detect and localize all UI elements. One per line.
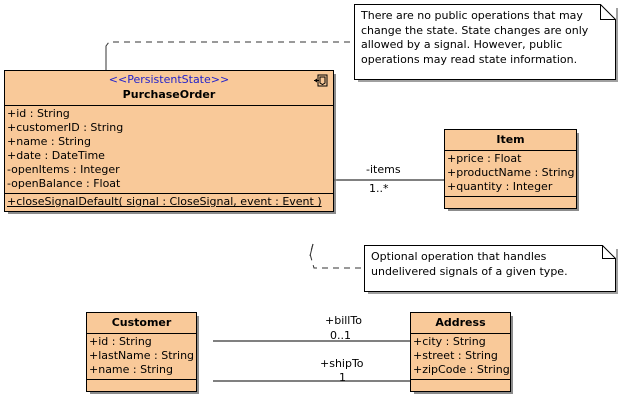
attribute-row: +zipCode : String <box>413 363 510 376</box>
attribute-row: +lastName : String <box>89 349 195 362</box>
class-customer-attributes: +id : String +lastName : String +name : … <box>87 334 196 380</box>
assoc-role-items: -items <box>366 163 401 176</box>
class-address-attributes: +city : String +street : String +zipCode… <box>411 334 510 380</box>
class-item-header: Item <box>445 130 576 151</box>
class-purchaseorder-stereotype: <<PersistentState>> <box>108 73 230 86</box>
attribute-row: -openItems : Integer <box>7 163 120 176</box>
note-anchor-operation-stub <box>309 243 314 257</box>
assoc-multiplicity-billto: 0..1 <box>330 329 351 342</box>
attribute-row: +city : String <box>413 335 486 348</box>
operation-row: +closeSignalDefault( signal : CloseSigna… <box>7 195 322 208</box>
assoc-multiplicity-shipto: 1 <box>339 371 346 384</box>
class-item-attributes: +price : Float +productName : String +qu… <box>445 151 576 197</box>
assoc-multiplicity-items: 1..* <box>369 182 389 195</box>
class-address-header: Address <box>411 313 510 334</box>
class-purchaseorder[interactable]: <<PersistentState>> PurchaseOrder +id : … <box>4 70 334 212</box>
attribute-row: +street : String <box>413 349 498 362</box>
note-state-constraint[interactable]: There are no public operations that may … <box>354 4 616 80</box>
class-address-name: Address <box>435 316 486 329</box>
assoc-role-shipto: +shipTo <box>320 357 364 370</box>
attribute-row: +quantity : Integer <box>447 180 553 193</box>
class-address[interactable]: Address +city : String +street : String … <box>410 312 511 392</box>
attribute-row: +name : String <box>89 363 173 376</box>
attribute-row: +productName : String <box>447 166 575 179</box>
attribute-row: +date : DateTime <box>7 149 105 162</box>
note-optional-operation-text: Optional operation that handles undelive… <box>371 250 568 278</box>
class-item-name: Item <box>496 133 525 146</box>
note-anchor-state <box>105 41 354 70</box>
note-anchor-operation <box>309 243 364 269</box>
class-customer-header: Customer <box>87 313 196 334</box>
attribute-row: -openBalance : Float <box>7 177 121 190</box>
class-purchaseorder-attributes: +id : String +customerID : String +name … <box>5 106 333 194</box>
assoc-role-billto: +billTo <box>325 314 362 327</box>
class-item[interactable]: Item +price : Float +productName : Strin… <box>444 129 577 209</box>
class-customer-name: Customer <box>111 316 172 329</box>
attribute-row: +id : String <box>7 107 70 120</box>
class-item-operations <box>445 197 576 208</box>
class-address-operations <box>411 380 510 391</box>
attribute-row: +price : Float <box>447 152 522 165</box>
attribute-row: +id : String <box>89 335 152 348</box>
class-customer-operations <box>87 380 196 391</box>
class-purchaseorder-header: <<PersistentState>> PurchaseOrder <box>5 71 333 106</box>
attribute-row: +customerID : String <box>7 121 124 134</box>
class-purchaseorder-name: PurchaseOrder <box>122 88 216 101</box>
note-state-constraint-text: There are no public operations that may … <box>361 9 589 66</box>
signal-receipt-icon <box>314 74 329 88</box>
attribute-row: +name : String <box>7 135 91 148</box>
note-optional-operation[interactable]: Optional operation that handles undelive… <box>364 245 616 292</box>
class-purchaseorder-operations: +closeSignalDefault( signal : CloseSigna… <box>5 194 333 211</box>
class-customer[interactable]: Customer +id : String +lastName : String… <box>86 312 197 392</box>
